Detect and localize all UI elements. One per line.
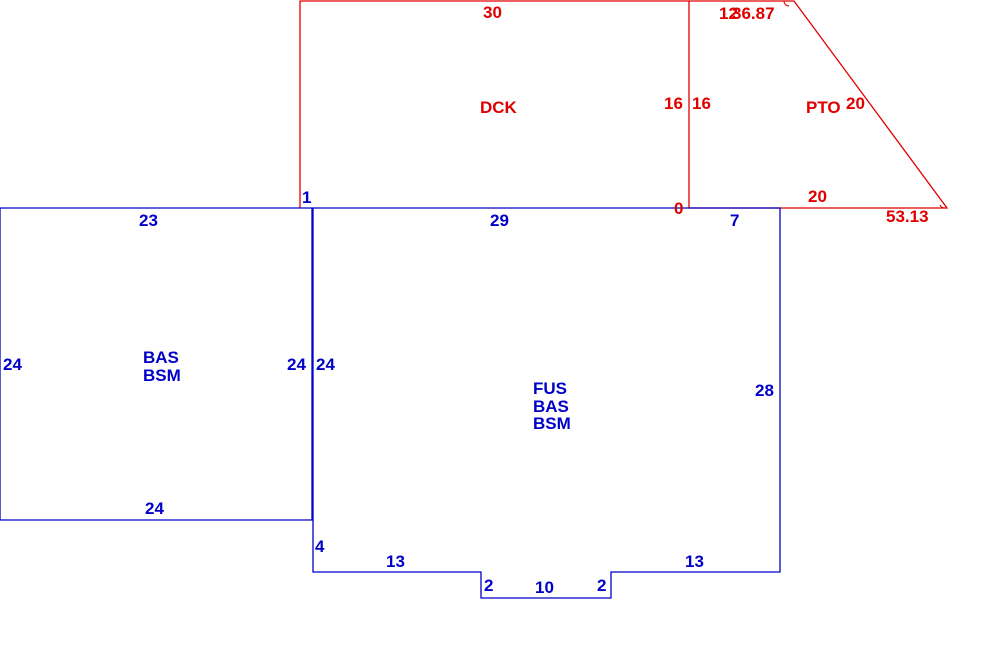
dim-left-top: 23 [139,211,158,230]
left-area-label-line2: BSM [143,366,181,385]
main-area-label-line1: FUS [533,379,567,398]
pto-outline [689,0,949,209]
dim-main-right: 28 [755,381,774,400]
main-area-label-line3: BSM [533,414,571,433]
dim-pto-top: 12 [719,4,738,23]
dim-pto-left: 16 [692,94,711,113]
dim-main-left: 24 [316,355,335,374]
dim-left-left: 24 [3,355,22,374]
main-area-outline [312,207,781,599]
dim-dck-top: 30 [483,3,502,22]
pto-angle-arc-top [783,0,790,7]
dim-dck-right: 16 [664,94,683,113]
dim-pto-slant: 20 [846,94,865,113]
dim-main-top-right: 7 [730,211,739,230]
dim-notch-bottom: 10 [535,578,554,597]
dim-dck-bottom-left: 1 [302,188,311,207]
dim-pto-bottom: 20 [808,187,827,206]
dim-notch-right: 2 [597,576,606,595]
dim-main-bottom-right: 13 [685,552,704,571]
dim-notch-left: 2 [484,576,493,595]
dck-label: DCK [480,98,518,117]
dim-left-bottom: 24 [145,499,164,518]
pto-angle-arc-bottom [939,204,945,209]
dim-pto-angle-top: 36.87 [732,4,775,23]
dim-left-right: 24 [287,355,306,374]
pto-label: PTO [806,98,841,117]
dim-dck-bottom-right: 0 [674,199,683,218]
dim-main-bottom-left: 13 [386,552,405,571]
dim-main-left-drop: 4 [315,537,325,556]
dck-outline [299,0,690,208]
left-area-outline [0,207,313,521]
dim-main-top: 29 [490,211,509,230]
dim-pto-angle-bottom: 53.13 [886,207,929,226]
main-area-label-line2: BAS [533,397,569,416]
left-area-label-line1: BAS [143,348,179,367]
